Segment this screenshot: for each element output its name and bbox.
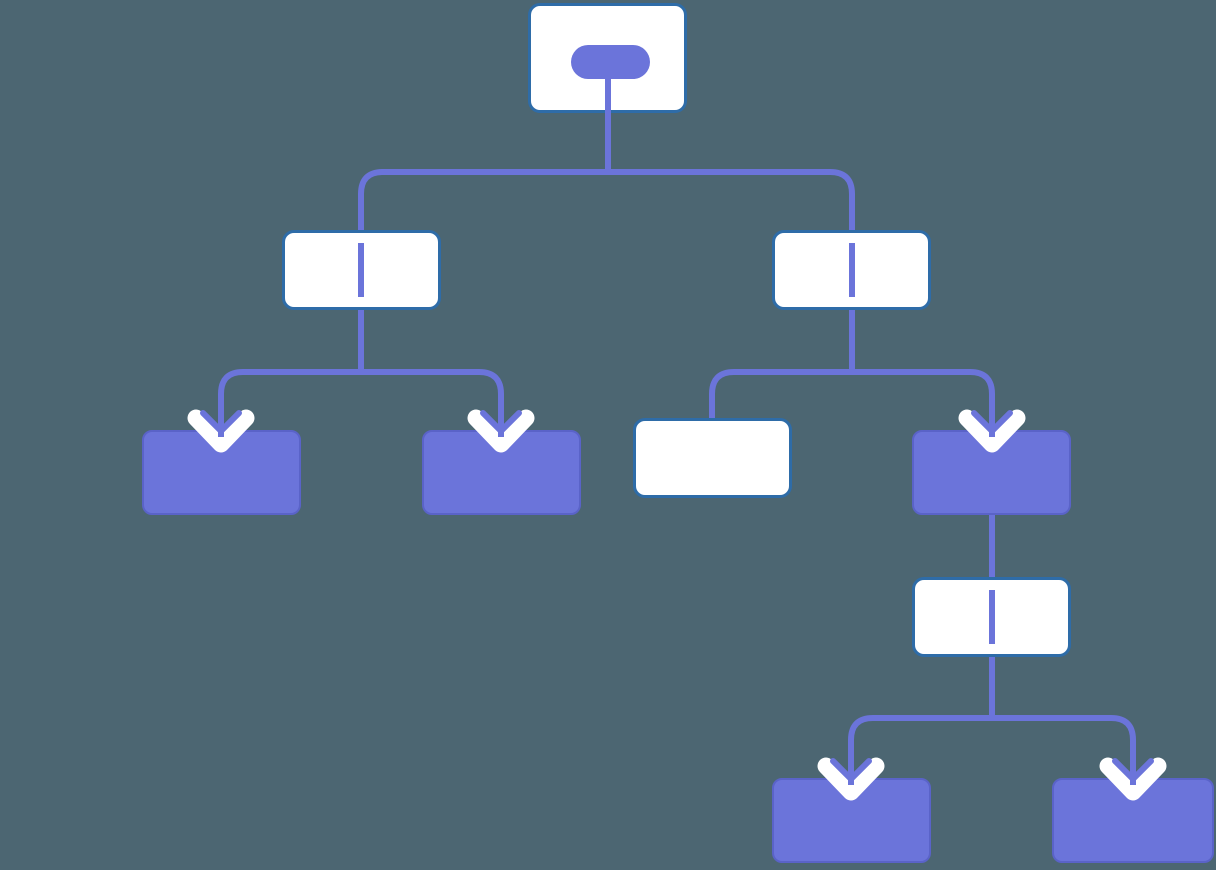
node-leaf-6[interactable] xyxy=(1052,778,1214,863)
edge-n8-to-n9 xyxy=(848,715,992,788)
edge-n1-to-n2 xyxy=(358,169,608,230)
node-leaf-3[interactable] xyxy=(633,418,792,498)
node-leaf-1[interactable] xyxy=(142,430,301,515)
edge-n3-to-n6 xyxy=(709,369,852,419)
edge-n2-to-n5 xyxy=(361,369,504,440)
node-leaf-2[interactable] xyxy=(422,430,581,515)
node-branch-right[interactable] xyxy=(772,230,931,310)
node-root-pill xyxy=(571,45,650,79)
node-sub-branch[interactable] xyxy=(912,577,1071,657)
edge-n3-to-n7 xyxy=(852,369,995,440)
edge-n8-to-n10 xyxy=(992,715,1136,788)
node-leaf-5[interactable] xyxy=(772,778,931,863)
edge-n2-to-n4 xyxy=(218,369,361,440)
edge-n1-to-n3 xyxy=(608,169,855,230)
node-branch-left[interactable] xyxy=(282,230,441,310)
node-root[interactable] xyxy=(528,3,687,113)
node-leaf-4[interactable] xyxy=(912,430,1071,515)
